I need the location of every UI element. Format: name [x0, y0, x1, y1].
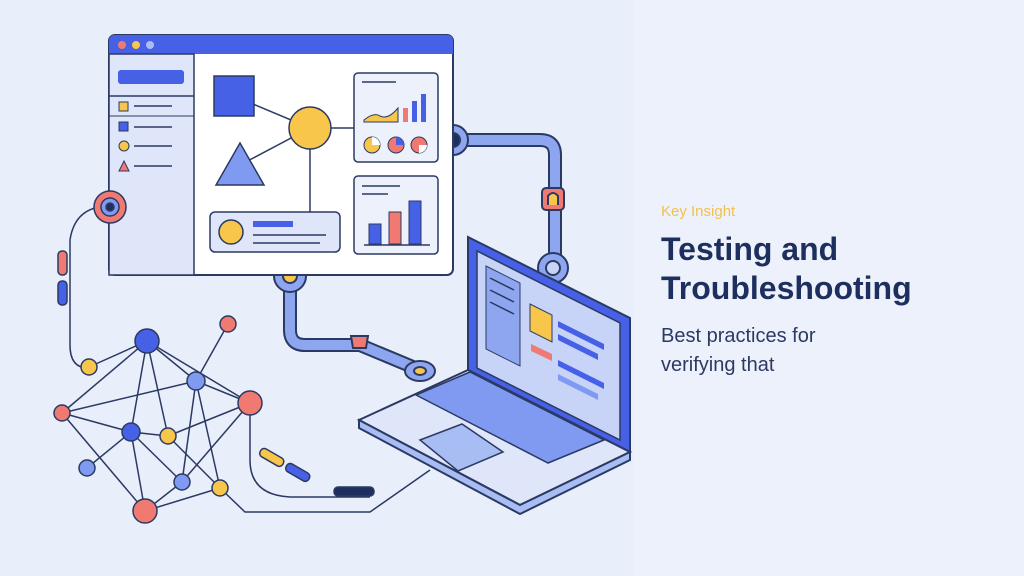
network-graph-icon: [53, 315, 431, 524]
dashboard-window-icon: [108, 34, 454, 276]
slide-title: Testing and Troubleshooting: [661, 231, 912, 306]
title-block: Key Insight Testing and Troubleshooting …: [661, 203, 1001, 380]
slide-subtitle: Best practices for verifying that: [661, 325, 816, 376]
pipeline-icon: [283, 133, 562, 377]
eyebrow-label: Key Insight: [661, 203, 736, 220]
hero-illustration: [53, 34, 633, 524]
laptop-icon: [356, 235, 633, 516]
text-panel: Key Insight Testing and Troubleshooting …: [634, 0, 1024, 576]
connector-tag-icons: [57, 190, 127, 369]
